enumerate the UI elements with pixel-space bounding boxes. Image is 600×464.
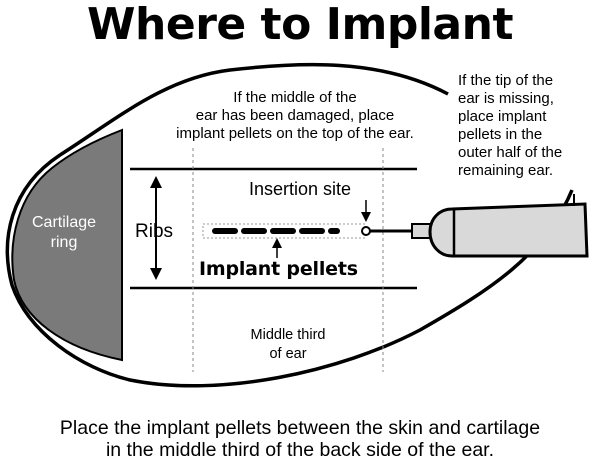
implant-pellets-arrow-head [272, 238, 282, 248]
page-title: Where to Implant [87, 0, 513, 50]
damaged-middle-note: If the middle of the ear has been damage… [150, 89, 440, 143]
implanter-body [428, 202, 589, 258]
implant-pellet [241, 228, 267, 234]
note-line: remaining ear. [458, 162, 554, 179]
ribs-label: Ribs [135, 221, 174, 242]
note-line: implant pellets on the top of the ear. [176, 125, 414, 142]
middle-third-label-line: of ear [269, 346, 307, 362]
implant-pellets-label: Implant pellets [199, 258, 358, 280]
implant-pellet [270, 228, 296, 234]
note-line: place implant [458, 108, 547, 125]
middle-third-label-line: Middle third [250, 327, 326, 343]
note-line: If the tip of the [458, 72, 554, 89]
note-line: ear has been damaged, place [195, 107, 395, 124]
middle-third-label: Middle third of ear [233, 326, 343, 364]
note-line: pellets in the [458, 126, 543, 143]
cartilage-ring-label: Cartilage ring [12, 213, 116, 253]
ribs-arrow-down-head [150, 268, 162, 280]
cartilage-ring-label-line: Cartilage [31, 214, 97, 231]
caption-line: in the middle third of the back side of … [105, 439, 495, 461]
note-line: If the middle of the [233, 89, 357, 106]
note-line: ear is missing, [458, 90, 554, 107]
note-line: outer half of the [458, 144, 563, 161]
cartilage-ring-label-line: ring [50, 234, 78, 251]
implant-pellet [212, 228, 238, 234]
ribs-arrow-up-head [150, 176, 162, 188]
implant-pellet [328, 228, 340, 234]
caption: Place the implant pellets between the sk… [0, 417, 600, 461]
caption-line: Place the implant pellets between the sk… [59, 417, 541, 439]
implant-pellet [299, 228, 325, 234]
missing-tip-note: If the tip of the ear is missing, place … [458, 72, 600, 180]
insertion-site-label: Insertion site [249, 179, 352, 199]
cartilage-ring [11, 128, 123, 362]
ear-outline [5, 62, 574, 388]
insertion-site-marker [361, 226, 371, 236]
insertion-site-arrow-head [361, 212, 371, 222]
